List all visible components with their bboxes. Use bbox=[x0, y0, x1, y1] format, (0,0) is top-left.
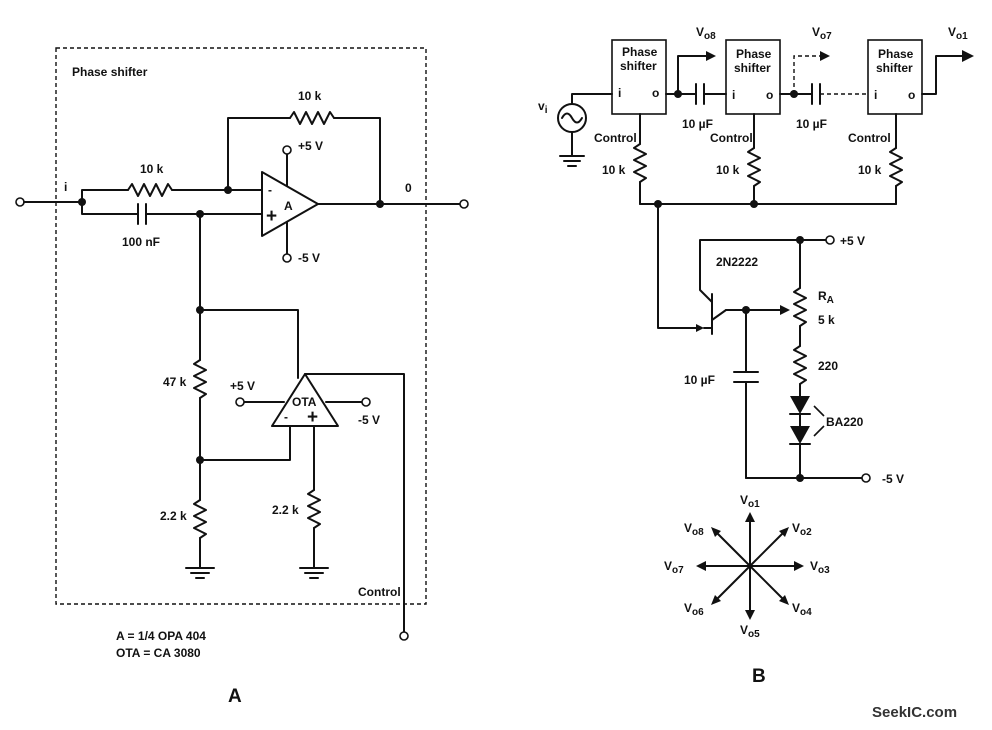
svg-text:i: i bbox=[874, 88, 877, 102]
r-2k2-left-label: 2.2 k bbox=[160, 509, 187, 523]
phasor-vo3: Vo3 bbox=[810, 559, 830, 576]
vo8-label: Vo8 bbox=[696, 25, 716, 42]
svg-text:i: i bbox=[618, 86, 621, 100]
arrow-vo1 bbox=[962, 50, 974, 62]
svg-text:i: i bbox=[732, 88, 735, 102]
ota-vpos: +5 V bbox=[230, 379, 255, 393]
phasor-vo8: Vo8 bbox=[684, 521, 704, 538]
phase-shifter-box bbox=[55, 47, 427, 605]
phasor-vo6: Vo6 bbox=[684, 601, 704, 618]
svg-text:Control: Control bbox=[594, 131, 637, 145]
panel-b: Phase shifter i o Phase shifter i o Phas… bbox=[538, 25, 974, 687]
transistor-collector bbox=[699, 239, 801, 303]
r220-label: 220 bbox=[818, 359, 838, 373]
svg-text:Phase: Phase bbox=[878, 47, 914, 61]
watermark: SeekIC.com bbox=[872, 704, 957, 721]
ra-label: RA bbox=[818, 289, 834, 306]
transistor-label: 2N2222 bbox=[716, 255, 758, 269]
r-input-label: 10 k bbox=[140, 162, 164, 176]
opamp-label: A bbox=[284, 199, 293, 213]
input-label: i bbox=[64, 180, 67, 194]
phase-shifter-title: Phase shifter bbox=[72, 65, 148, 79]
cap1-label: 10 µF bbox=[682, 117, 713, 131]
r-2k2-right-label: 2.2 k bbox=[272, 503, 299, 517]
potentiometer-ra bbox=[793, 287, 807, 327]
phasor-vo7: Vo7 bbox=[664, 559, 684, 576]
svg-text:10 k: 10 k bbox=[858, 163, 882, 177]
svg-text:10 k: 10 k bbox=[716, 163, 740, 177]
cap-10uf-label: 10 µF bbox=[684, 373, 715, 387]
r-feedback-label: 10 k bbox=[298, 89, 322, 103]
r-47k-label: 47 k bbox=[163, 375, 187, 389]
svg-text:o: o bbox=[652, 86, 659, 100]
arrow-vo7 bbox=[820, 51, 830, 61]
resistor-2k2-left bbox=[193, 499, 207, 539]
arrow-vo8 bbox=[706, 51, 716, 61]
supply-pos-label: +5 V bbox=[840, 234, 865, 248]
control-label: Control bbox=[358, 585, 401, 599]
control-resistor-1 bbox=[633, 143, 647, 183]
vo7-label: Vo7 bbox=[812, 25, 832, 42]
resistor-47k bbox=[193, 359, 207, 399]
resistor-2k2-right bbox=[307, 489, 321, 529]
svg-text:shifter: shifter bbox=[876, 61, 913, 75]
svg-text:Control: Control bbox=[710, 131, 753, 145]
cap2-label: 10 µF bbox=[796, 117, 827, 131]
supply-neg-label: -5 V bbox=[882, 472, 904, 486]
svg-text:o: o bbox=[908, 88, 915, 102]
ra-value-label: 5 k bbox=[818, 313, 835, 327]
svg-text:shifter: shifter bbox=[734, 61, 771, 75]
opamp-minus: - bbox=[268, 183, 272, 197]
output-label: 0 bbox=[405, 181, 412, 195]
vi-label: vi bbox=[538, 99, 548, 116]
control-terminal bbox=[399, 631, 409, 641]
note-line-2: OTA = CA 3080 bbox=[116, 646, 201, 660]
opamp-plus: + bbox=[266, 206, 277, 227]
phasor-diagram: Vo1 Vo2 Vo3 Vo4 Vo5 Vo6 Vo7 Vo8 bbox=[664, 493, 830, 640]
phasor-vo4: Vo4 bbox=[792, 601, 812, 618]
ota bbox=[271, 373, 339, 427]
opamp-vneg: -5 V bbox=[298, 251, 320, 265]
svg-text:10 k: 10 k bbox=[602, 163, 626, 177]
output-terminal bbox=[459, 199, 469, 209]
ota-plus: + bbox=[307, 407, 318, 428]
phasor-vo5: Vo5 bbox=[740, 623, 760, 640]
note-line-1: A = 1/4 OPA 404 bbox=[116, 629, 206, 643]
svg-text:Phase: Phase bbox=[736, 47, 772, 61]
svg-text:Phase: Phase bbox=[622, 45, 658, 59]
resistor-10k-feedback bbox=[289, 111, 335, 125]
svg-text:shifter: shifter bbox=[620, 59, 657, 73]
panel-a-label: A bbox=[228, 686, 242, 707]
opamp-a bbox=[261, 171, 319, 237]
svg-text:o: o bbox=[766, 88, 773, 102]
diode-1 bbox=[790, 396, 810, 414]
svg-text:Control: Control bbox=[848, 131, 891, 145]
control-resistor-2 bbox=[747, 147, 761, 187]
phasor-vo1: Vo1 bbox=[740, 493, 760, 510]
c-input-label: 100 nF bbox=[122, 235, 160, 249]
control-resistor-3 bbox=[889, 147, 903, 187]
panel-a: Phase shifter i 10 k 100 nF 10 k - + A +… bbox=[15, 47, 469, 707]
opamp-vpos: +5 V bbox=[298, 139, 323, 153]
transistor-emitter bbox=[711, 309, 727, 321]
ota-vneg: -5 V bbox=[358, 413, 380, 427]
diode-label: BA220 bbox=[826, 415, 864, 429]
diode-2 bbox=[790, 426, 810, 444]
resistor-220 bbox=[793, 345, 807, 385]
vo1-label: Vo1 bbox=[948, 25, 968, 42]
phasor-vo2: Vo2 bbox=[792, 521, 812, 538]
resistor-10k-input bbox=[127, 183, 173, 197]
ota-minus: - bbox=[284, 410, 288, 424]
ota-label: OTA bbox=[292, 395, 317, 409]
input-terminal bbox=[15, 197, 25, 207]
panel-b-label: B bbox=[752, 666, 766, 687]
